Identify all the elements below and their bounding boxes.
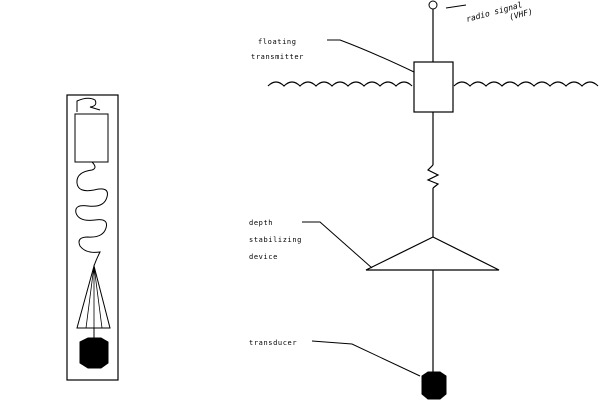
stowed-cable-coil bbox=[75, 161, 108, 267]
depth-stabilizing-label-line3: device bbox=[249, 253, 278, 261]
stowed-buoy-panel bbox=[66, 94, 119, 381]
sea-surface-left bbox=[267, 81, 413, 87]
sea-surface-right bbox=[453, 81, 599, 87]
floating-transmitter-label-line2: transmitter bbox=[251, 53, 304, 61]
stowed-transducer bbox=[79, 337, 109, 369]
stowed-stabilizer-cone bbox=[76, 264, 111, 329]
depth-stabilizing-label-line2: stabilizing bbox=[249, 236, 302, 244]
depth-stabilizing-leader bbox=[302, 221, 373, 269]
depth-stabilizing-device-shape bbox=[365, 236, 500, 271]
transducer-label: transducer bbox=[249, 339, 297, 347]
stowed-transmitter bbox=[74, 113, 109, 163]
floating-transmitter-label-line1: floating bbox=[258, 38, 297, 46]
stowed-buoy-canister bbox=[66, 94, 119, 381]
label-transducer: transducer bbox=[249, 339, 421, 377]
label-floating-transmitter: floating transmitter bbox=[251, 38, 415, 73]
antenna-tip bbox=[428, 0, 438, 10]
label-depth-stabilizing-device: depth stabilizing device bbox=[249, 219, 373, 269]
depth-stabilizing-label-line1: depth bbox=[249, 219, 273, 227]
transducer-leader bbox=[311, 340, 421, 377]
deployed-buoy bbox=[267, 0, 599, 400]
stowed-antenna-coil bbox=[76, 97, 101, 112]
shock-absorber-spring bbox=[426, 164, 440, 189]
transducer-body bbox=[421, 371, 447, 400]
floating-transmitter-box bbox=[413, 61, 454, 113]
stowed-cone-ribs bbox=[85, 265, 103, 329]
label-radio-signal: radio signal (VHF) bbox=[445, 0, 534, 24]
radio-signal-leader bbox=[445, 4, 467, 9]
floating-transmitter-leader bbox=[327, 39, 415, 73]
